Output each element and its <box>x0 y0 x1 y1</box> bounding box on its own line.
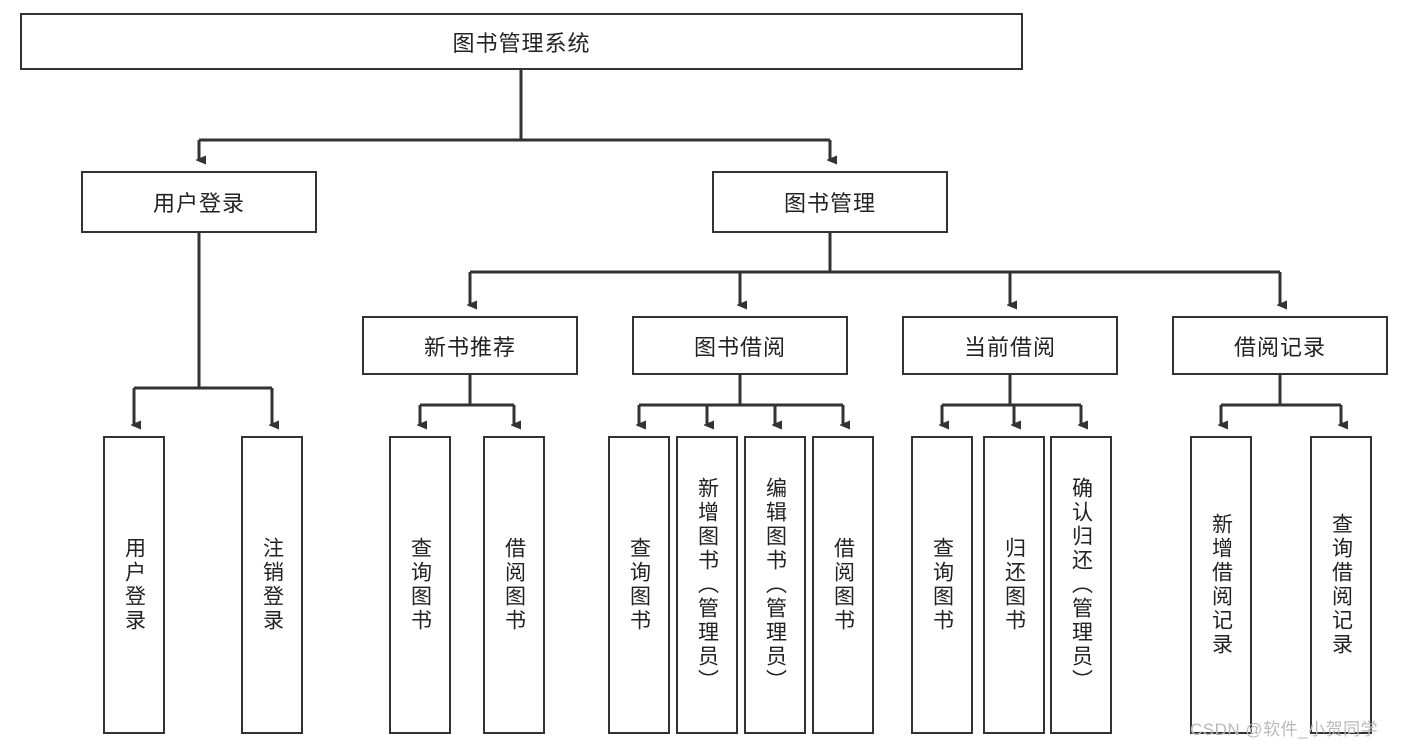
node-leaf-rec-borrow[interactable]: 借阅图书 <box>483 436 545 734</box>
node-leaf-bb-add-label: 新增图书（管理员） <box>695 477 719 693</box>
node-leaf-br-add[interactable]: 新增借阅记录 <box>1190 436 1252 734</box>
node-leaf-br-add-label: 新增借阅记录 <box>1209 513 1233 657</box>
node-leaf-cb-return[interactable]: 归还图书 <box>983 436 1045 734</box>
node-leaf-cb-query-label: 查询图书 <box>930 537 954 633</box>
node-new-book-rec[interactable]: 新书推荐 <box>362 316 578 375</box>
node-root-label: 图书管理系统 <box>452 30 591 56</box>
node-book-manage[interactable]: 图书管理 <box>712 171 948 233</box>
node-borrow-record-label: 借阅记录 <box>1233 334 1326 360</box>
node-leaf-cb-confirm[interactable]: 确认归还（管理员） <box>1050 436 1112 734</box>
node-book-borrow-label: 图书借阅 <box>693 334 786 360</box>
node-book-manage-label: 图书管理 <box>783 191 876 216</box>
node-leaf-cb-query[interactable]: 查询图书 <box>911 436 973 734</box>
node-leaf-br-query[interactable]: 查询借阅记录 <box>1310 436 1372 734</box>
node-borrow-record[interactable]: 借阅记录 <box>1172 316 1388 375</box>
node-user-login-label: 用户登录 <box>152 191 245 216</box>
csdn-watermark: CSDN @软件_小贺同学 <box>1190 720 1379 739</box>
node-leaf-cb-return-label: 归还图书 <box>1002 537 1026 633</box>
node-leaf-user-logout[interactable]: 注销登录 <box>241 436 303 734</box>
node-current-borrow[interactable]: 当前借阅 <box>902 316 1118 375</box>
node-leaf-user-login-label: 用户登录 <box>122 537 146 633</box>
node-leaf-user-logout-label: 注销登录 <box>260 537 284 633</box>
node-book-borrow[interactable]: 图书借阅 <box>632 316 848 375</box>
node-leaf-bb-add[interactable]: 新增图书（管理员） <box>676 436 738 734</box>
node-leaf-bb-borrow[interactable]: 借阅图书 <box>812 436 874 734</box>
node-leaf-rec-query-label: 查询图书 <box>408 537 432 633</box>
node-leaf-br-query-label: 查询借阅记录 <box>1329 513 1353 657</box>
node-leaf-bb-query[interactable]: 查询图书 <box>608 436 670 734</box>
node-leaf-user-login[interactable]: 用户登录 <box>103 436 165 734</box>
node-leaf-cb-confirm-label: 确认归还（管理员） <box>1069 477 1093 693</box>
node-leaf-bb-edit[interactable]: 编辑图书（管理员） <box>744 436 806 734</box>
node-user-login[interactable]: 用户登录 <box>81 171 317 233</box>
node-leaf-rec-query[interactable]: 查询图书 <box>389 436 451 734</box>
node-new-book-rec-label: 新书推荐 <box>423 334 516 360</box>
node-leaf-bb-borrow-label: 借阅图书 <box>831 537 855 633</box>
node-current-borrow-label: 当前借阅 <box>963 334 1056 360</box>
node-leaf-rec-borrow-label: 借阅图书 <box>502 537 526 633</box>
node-leaf-bb-query-label: 查询图书 <box>627 537 651 633</box>
node-root[interactable]: 图书管理系统 <box>20 13 1023 70</box>
node-leaf-bb-edit-label: 编辑图书（管理员） <box>763 477 787 693</box>
